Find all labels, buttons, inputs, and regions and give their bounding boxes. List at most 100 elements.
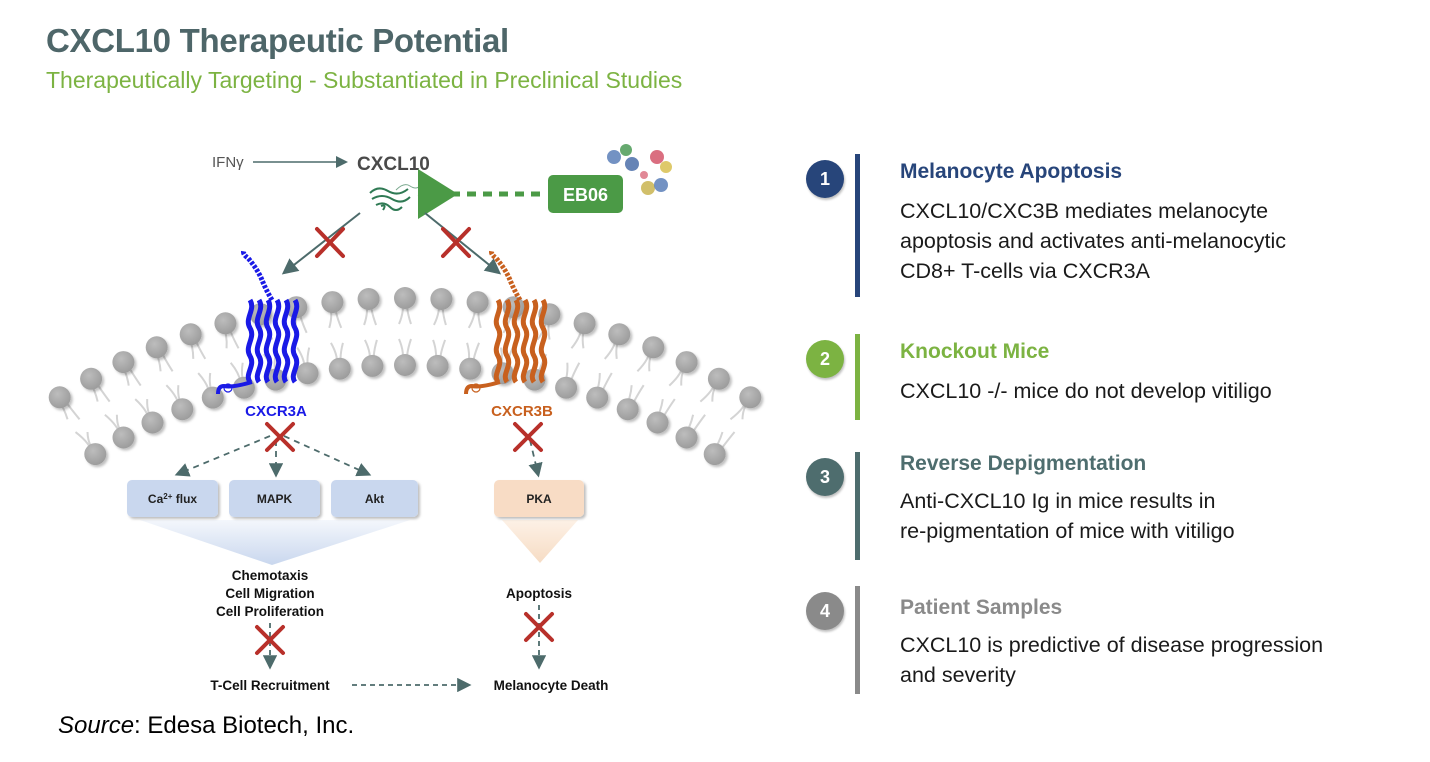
pka-box xyxy=(494,480,584,517)
ifn-gamma-label: IFNγ xyxy=(212,154,244,171)
finding-title: Reverse Depigmentation xyxy=(900,452,1147,475)
cxcr3a-funnel xyxy=(140,520,410,565)
lipid-head xyxy=(555,376,578,399)
ca-flux-label: Ca2+ flux xyxy=(148,492,197,506)
block-x-icon xyxy=(524,612,554,642)
cxcr3a-receptor-icon xyxy=(216,248,300,395)
source-text: : Edesa Biotech, Inc. xyxy=(134,712,355,739)
cxcr3b-to-pka-arrow xyxy=(528,439,543,478)
cxcl10-protein-icon xyxy=(369,184,423,211)
lipid-head xyxy=(394,354,416,376)
lipid-head xyxy=(573,312,596,335)
finding-title: Patient Samples xyxy=(900,596,1063,619)
finding-line: re-pigmentation of mice with vitiligo xyxy=(900,519,1235,543)
finding-line: CXCL10 -/- mice do not develop vitiligo xyxy=(900,379,1272,403)
number-badge: 4 xyxy=(806,592,844,630)
divider-bar xyxy=(855,452,860,560)
mapk-box xyxy=(229,480,320,517)
antibody-icon xyxy=(607,144,672,195)
lipid-head xyxy=(739,386,762,409)
finding-body: CXCL10 -/- mice do not develop vitiligo xyxy=(900,376,1272,406)
finding-line: and severity xyxy=(900,663,1016,687)
lipid-head xyxy=(171,398,194,421)
mapk-label: MAPK xyxy=(257,492,293,506)
cxcl10-to-cxcr3b-arrow xyxy=(424,212,502,275)
finding-line: Anti-CXCL10 Ig in mice results in xyxy=(900,489,1216,513)
cxcl10-pathway-diagram: IFNγ CXCL10 EB06 CXCR3A CXCR3B xyxy=(48,144,762,693)
lipid-head xyxy=(84,443,107,466)
block-x-icon xyxy=(315,227,345,258)
page-subtitle: Therapeutically Targeting - Substantiate… xyxy=(46,67,683,93)
cxcr3a-to-ca-arrow xyxy=(174,435,271,477)
cell-membrane xyxy=(48,287,762,466)
lipid-head xyxy=(586,386,609,409)
finding-line: CD8+ T-cells via CXCR3A xyxy=(900,259,1150,283)
akt-label: Akt xyxy=(365,492,384,506)
source-citation: Source: Edesa Biotech, Inc. xyxy=(58,712,354,740)
cxcl10-label: CXCL10 xyxy=(357,154,430,175)
finding-line: CXCL10 is predictive of disease progress… xyxy=(900,633,1324,657)
lipid-head xyxy=(214,312,237,335)
lipid-head xyxy=(112,351,135,374)
lipid-head xyxy=(459,357,482,380)
finding-line: CXCL10/CXC3B mediates melanocyte xyxy=(900,199,1269,223)
finding-line: apoptosis and activates anti-melanocytic xyxy=(900,229,1287,253)
pka-label: PKA xyxy=(526,492,552,506)
outcome-apoptosis: Apoptosis xyxy=(506,586,572,601)
finding-title: Knockout Mice xyxy=(900,340,1050,363)
lipid-head xyxy=(357,288,380,310)
eb06-label: EB06 xyxy=(563,185,608,205)
lipid-head xyxy=(703,443,726,466)
lipid-head xyxy=(646,411,669,434)
finding-body: Anti-CXCL10 Ig in mice results in re-pig… xyxy=(900,486,1235,546)
cxcr3b-funnel xyxy=(502,520,578,563)
block-x-icon xyxy=(265,422,295,452)
lipid-head xyxy=(321,291,344,314)
lipid-head xyxy=(296,362,319,385)
eb06-badge xyxy=(548,175,623,213)
lipid-head xyxy=(179,323,202,346)
lipid-head xyxy=(361,354,384,377)
finding-body: CXCL10/CXC3B mediates melanocyte apoptos… xyxy=(900,196,1286,286)
number-badge: 3 xyxy=(806,458,844,496)
cxcr3a-to-akt-arrow xyxy=(283,435,372,477)
divider-bar xyxy=(855,334,860,420)
source-label: Source xyxy=(58,712,135,739)
number-badge: 1 xyxy=(806,160,844,198)
lipid-head xyxy=(394,287,416,309)
lipid-head xyxy=(466,291,489,314)
cxcr3a-label: CXCR3A xyxy=(245,403,307,420)
lipid-head xyxy=(80,367,103,390)
divider-bar xyxy=(855,586,860,694)
lipid-head xyxy=(145,336,168,359)
lipid-head xyxy=(675,426,698,449)
lipid-head xyxy=(675,351,698,374)
lipid-head xyxy=(707,367,730,390)
lipid-head xyxy=(642,336,665,359)
finding-title: Melanocyte Apoptosis xyxy=(900,160,1123,183)
lipid-head xyxy=(430,288,453,310)
lipid-head xyxy=(112,426,135,449)
page-title: CXCL10 Therapeutic Potential xyxy=(46,22,509,59)
akt-box xyxy=(331,480,418,517)
ca-flux-box xyxy=(127,480,218,517)
outcome-chemotaxis: Chemotaxis xyxy=(232,568,309,583)
divider-bar xyxy=(855,154,860,297)
number-badge: 2 xyxy=(806,340,844,378)
lipid-head xyxy=(608,323,631,346)
lipid-head xyxy=(48,386,71,409)
cxcl10-to-cxcr3a-arrow xyxy=(281,212,361,275)
melanocyte-death-label: Melanocyte Death xyxy=(494,678,609,693)
cxcr3b-label: CXCR3B xyxy=(491,403,553,420)
block-x-icon xyxy=(255,625,285,655)
cxcr3b-receptor-icon xyxy=(464,248,548,395)
lipid-head xyxy=(328,357,351,380)
lipid-head xyxy=(141,411,164,434)
block-x-icon xyxy=(513,422,543,452)
outcome-cell-migration: Cell Migration xyxy=(225,586,314,601)
outcome-cell-proliferation: Cell Proliferation xyxy=(216,604,324,619)
block-x-icon xyxy=(441,227,471,258)
finding-body: CXCL10 is predictive of disease progress… xyxy=(900,630,1323,690)
lipid-head xyxy=(616,398,639,421)
t-cell-recruitment-label: T-Cell Recruitment xyxy=(210,678,330,693)
